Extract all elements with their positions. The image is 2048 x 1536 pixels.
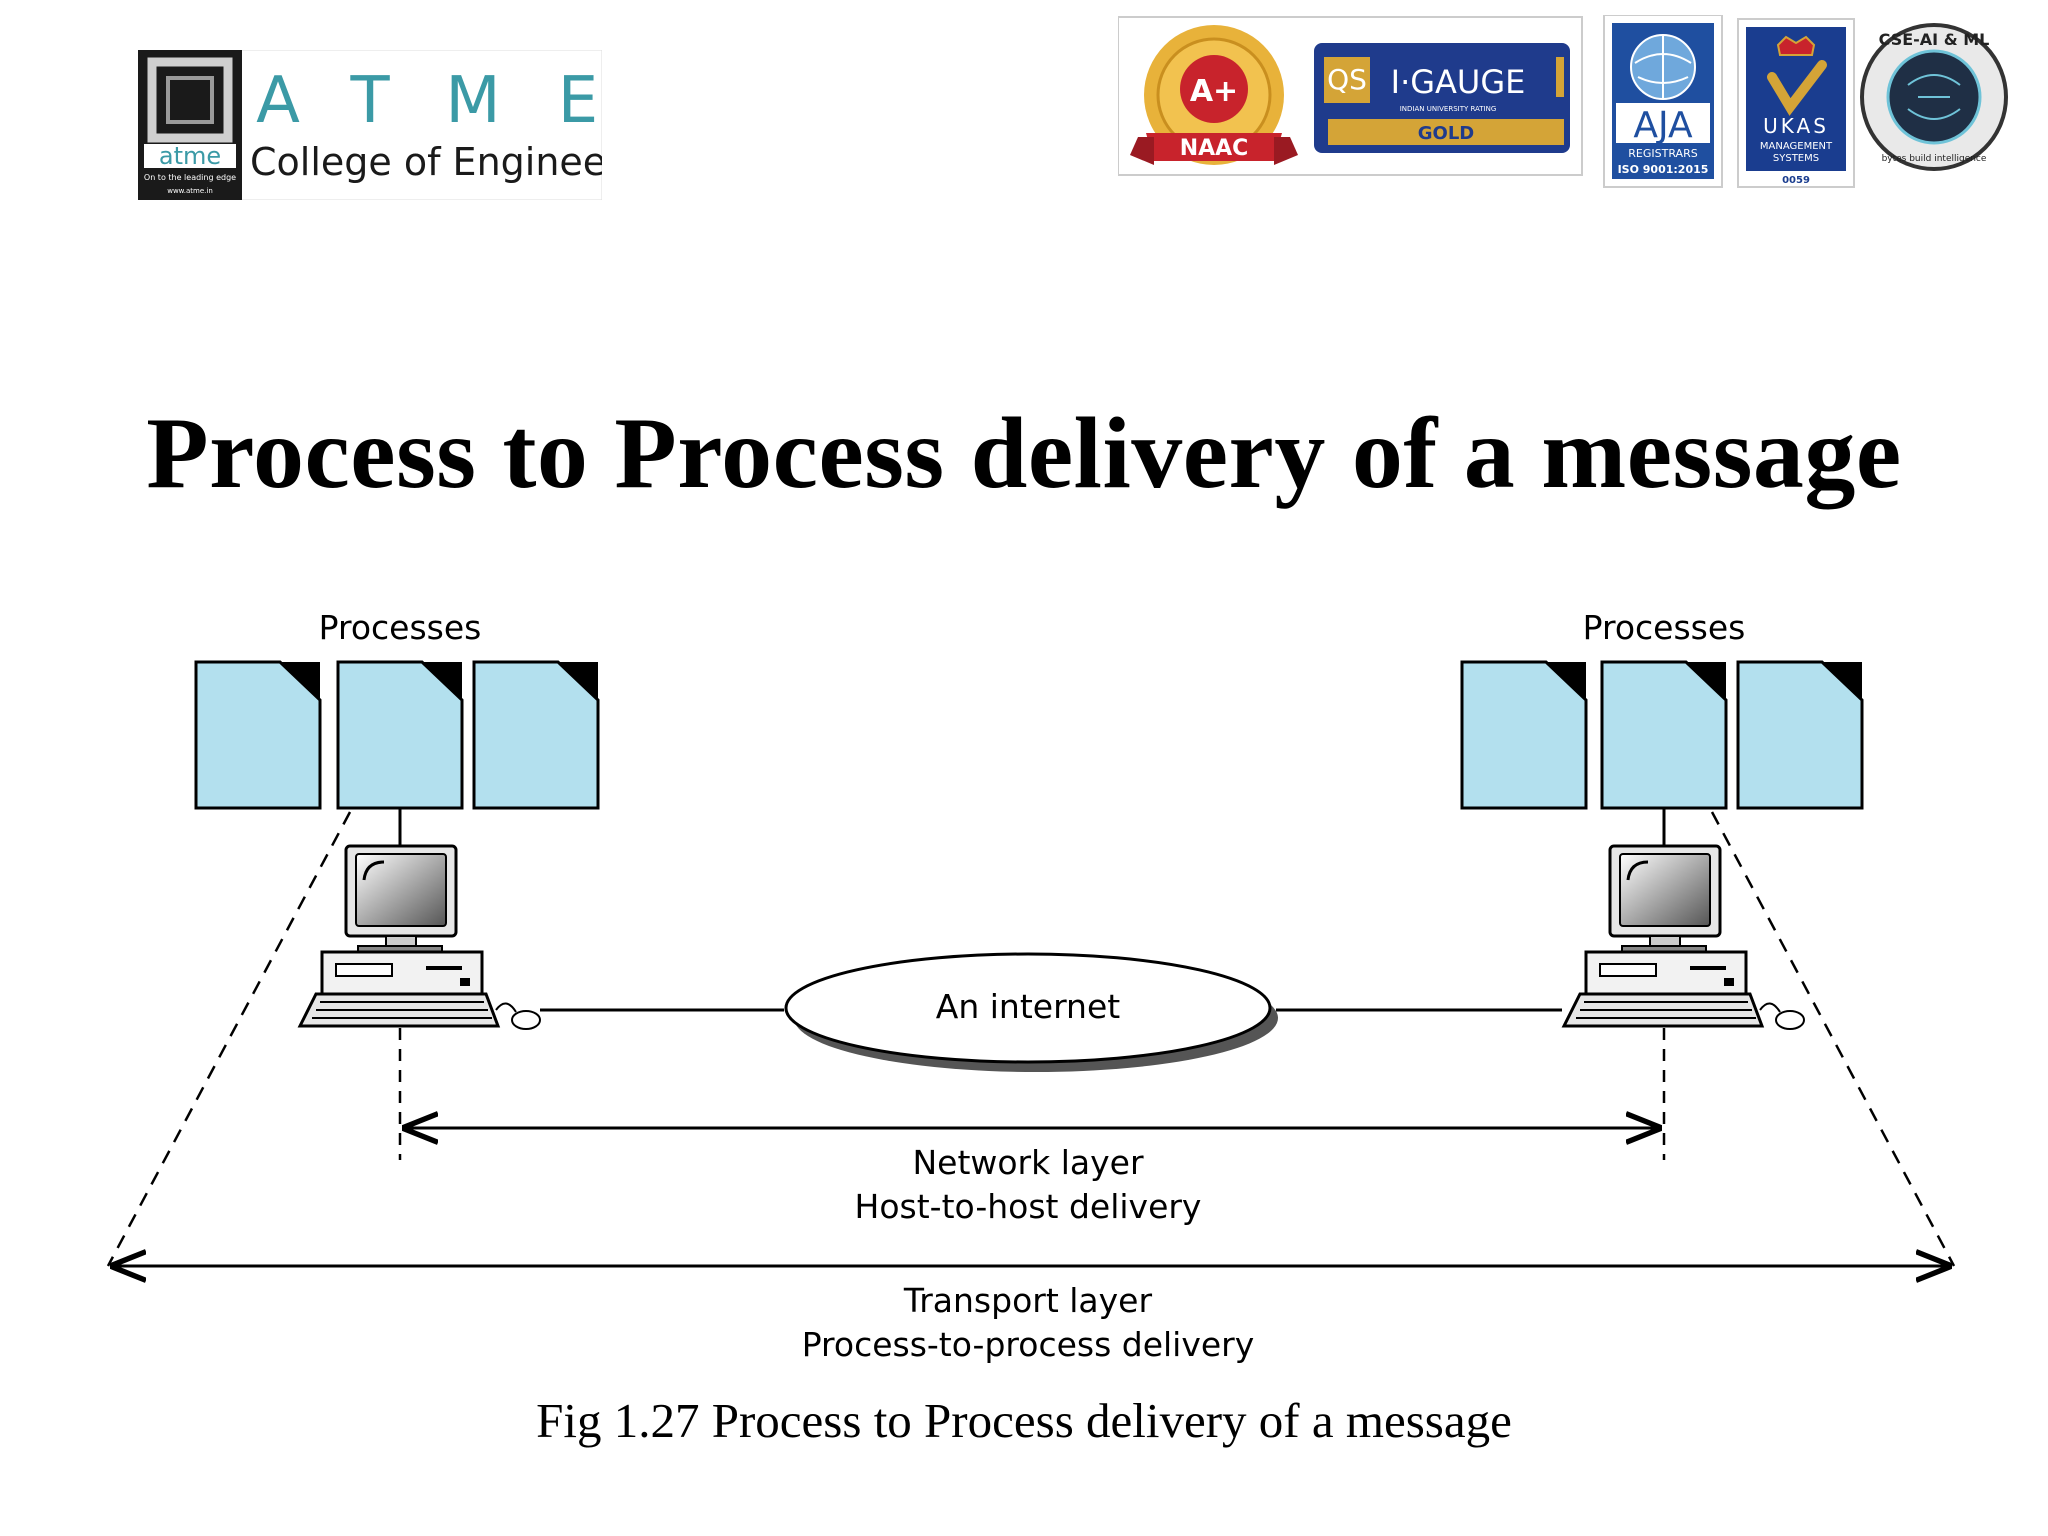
- right-process-2: [1600, 660, 1728, 810]
- qs-level: GOLD: [1418, 123, 1475, 144]
- transport-layer-subtitle: Process-to-process delivery: [802, 1325, 1255, 1364]
- atme-college-logo: atme On to the leading edge www.atme.in …: [138, 50, 602, 200]
- left-processes-label: Processes: [319, 608, 482, 647]
- ukas-name: UKAS: [1763, 114, 1829, 138]
- logo-letter-e: E: [558, 64, 598, 138]
- left-process-2: [336, 660, 464, 810]
- left-process-1: [194, 660, 322, 810]
- logo-letter-m: M: [445, 64, 500, 138]
- right-process-3: [1736, 660, 1864, 810]
- aja-line2: ISO 9001:2015: [1618, 163, 1709, 176]
- accreditation-badges: A+ NAAC QS I·GAUGE INDIAN UNIVERSITY RAT…: [1118, 15, 2008, 188]
- aja-line1: REGISTRARS: [1628, 147, 1697, 160]
- network-layer-subtitle: Host-to-host delivery: [855, 1187, 1202, 1226]
- qs-brand: QS: [1327, 63, 1367, 96]
- ukas-line1: MANAGEMENT: [1760, 141, 1833, 152]
- internet-cloud: [784, 952, 1278, 1072]
- right-processes-label: Processes: [1583, 608, 1746, 647]
- college-name: College of Engineering: [250, 140, 602, 184]
- internet-label: An internet: [936, 987, 1121, 1026]
- naac-badge: A+ NAAC: [1130, 25, 1298, 165]
- ukas-line2: SYSTEMS: [1773, 153, 1819, 164]
- naac-label: NAAC: [1180, 136, 1249, 161]
- logo-letter-t: T: [349, 64, 390, 138]
- transport-layer-title: Transport layer: [903, 1281, 1153, 1320]
- network-layer-title: Network layer: [912, 1143, 1143, 1182]
- cse-ring-text: CSE-AI & ML: [1879, 30, 1990, 49]
- left-process-3: [472, 660, 600, 810]
- figure-caption: Fig 1.27 Process to Process delivery of …: [536, 1393, 1512, 1448]
- slide-title: Process to Process delivery of a message: [146, 397, 1902, 510]
- ukas-code: 0059: [1782, 175, 1810, 186]
- cse-inner-text: bytes build intelligence: [1882, 154, 1987, 164]
- aja-name: AJA: [1633, 105, 1693, 146]
- ukas-badge: UKAS MANAGEMENT SYSTEMS 0059: [1737, 18, 1855, 188]
- process-delivery-diagram: Processes Processes: [106, 608, 1956, 1364]
- qs-name: I·GAUGE: [1391, 63, 1526, 101]
- aja-badge: AJA REGISTRARS ISO 9001:2015: [1603, 15, 1723, 188]
- qs-subtitle: INDIAN UNIVERSITY RATING: [1400, 105, 1497, 113]
- cse-aiml-badge: CSE-AI & ML bytes build intelligence: [1860, 23, 2008, 171]
- left-computer-icon: [297, 844, 541, 1030]
- logo-tagline: On to the leading edge: [144, 173, 236, 182]
- logo-mark-text: atme: [159, 142, 221, 170]
- logo-letter-a: A: [256, 64, 300, 138]
- logo-url: www.atme.in: [167, 187, 213, 195]
- right-computer-icon: [1561, 844, 1805, 1030]
- qs-igauge-badge: QS I·GAUGE INDIAN UNIVERSITY RATING GOLD: [1314, 43, 1570, 153]
- right-process-1: [1460, 660, 1588, 810]
- naac-grade: A+: [1190, 74, 1238, 109]
